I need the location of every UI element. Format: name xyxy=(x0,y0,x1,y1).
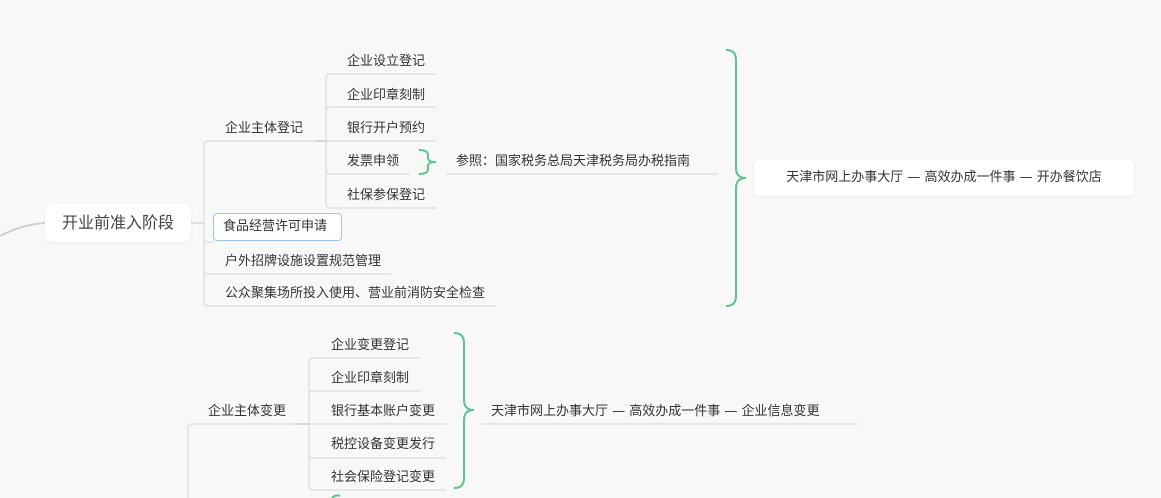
stage-node-pre-opening[interactable]: 开业前准入阶段 xyxy=(45,204,191,242)
topic-tax-device-change[interactable]: 税控设备变更发行 xyxy=(331,437,436,452)
topic-company-registration[interactable]: 企业设立登记 xyxy=(347,54,426,69)
summary-enterprise-info-change[interactable]: 天津市网上办事大厅 — 高效办成一件事 — 企业信息变更 xyxy=(491,404,820,419)
topic-change-registration[interactable]: 企业变更登记 xyxy=(331,338,410,353)
topic-social-security[interactable]: 社保参保登记 xyxy=(347,188,426,203)
stage-node-label: 开业前准入阶段 xyxy=(61,213,174,232)
branch-entity-change[interactable]: 企业主体变更 xyxy=(208,404,287,419)
topic-fire-safety[interactable]: 公众聚集场所投入使用、营业前消防安全检查 xyxy=(225,286,486,301)
topic-outdoor-signage[interactable]: 户外招牌设施设置规范管理 xyxy=(225,254,382,269)
topic-seal-engraving[interactable]: 企业印章刻制 xyxy=(347,88,426,103)
topic-seal-engraving-2[interactable]: 企业印章刻制 xyxy=(331,371,410,386)
topic-bank-basic-account-change[interactable]: 银行基本账户变更 xyxy=(331,404,436,419)
summary-tax-guide[interactable]: 参照：国家税务总局天津税务局办税指南 xyxy=(456,154,691,169)
topic-food-license-selected[interactable]: 食品经营许可申请 xyxy=(213,213,342,241)
branch-entity-registration[interactable]: 企业主体登记 xyxy=(225,121,304,136)
topic-bank-account[interactable]: 银行开户预约 xyxy=(347,121,426,136)
summary-open-restaurant[interactable]: 天津市网上办事大厅 — 高效办成一件事 — 开办餐饮店 xyxy=(754,160,1134,196)
topic-social-insurance-change[interactable]: 社会保险登记变更 xyxy=(331,470,436,485)
topic-invoice-application[interactable]: 发票申领 xyxy=(347,154,400,169)
